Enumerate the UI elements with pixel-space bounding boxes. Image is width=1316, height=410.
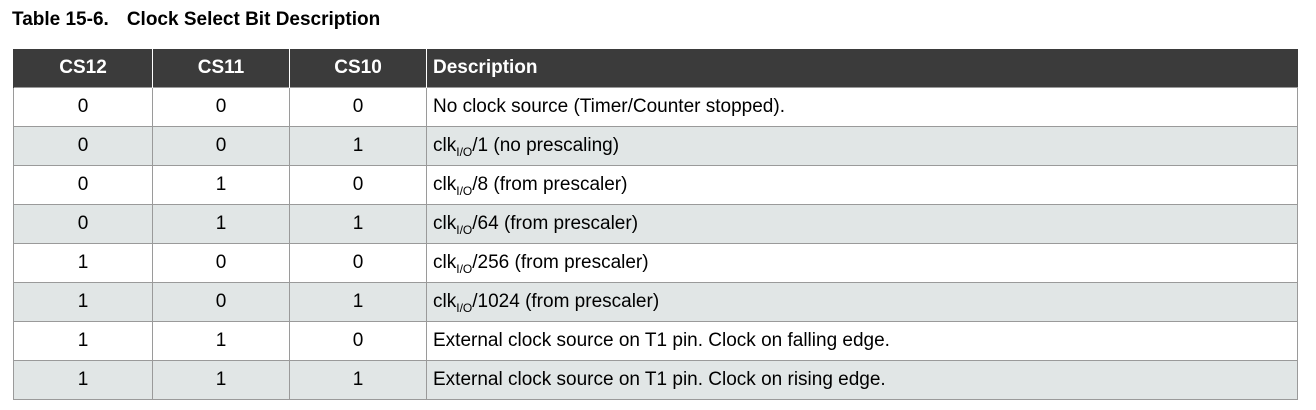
cell-cs12: 0 <box>13 204 153 244</box>
cell-cs11: 1 <box>152 360 290 400</box>
cell-cs11: 0 <box>152 87 290 127</box>
header-cs10: CS10 <box>289 49 427 88</box>
cell-cs12: 1 <box>13 321 153 361</box>
description-subscript: I/O <box>456 223 473 237</box>
description-text: No clock source (Timer/Counter stopped). <box>433 96 785 117</box>
cell-cs11: 0 <box>152 243 290 283</box>
description-clk: clk <box>433 174 457 195</box>
table-caption: Table 15-6. Clock Select Bit Description <box>12 8 380 32</box>
cell-description: External clock source on T1 pin. Clock o… <box>426 360 1298 400</box>
cell-cs10: 0 <box>289 87 427 127</box>
description-subscript: I/O <box>456 262 473 276</box>
cell-cs10: 1 <box>289 360 427 400</box>
table-title: Clock Select Bit Description <box>126 9 381 30</box>
cell-cs11: 0 <box>152 126 290 166</box>
cell-description: External clock source on T1 pin. Clock o… <box>426 321 1298 361</box>
table-row: 1 0 1 clkI/O/1024 (from prescaler) <box>13 282 1298 322</box>
description-subscript: I/O <box>456 301 473 315</box>
clock-select-table: CS12 CS11 CS10 Description 0 0 0 No cloc… <box>13 49 1298 400</box>
cell-cs12: 0 <box>13 165 153 205</box>
cell-cs12: 1 <box>13 282 153 322</box>
description-clk: clk <box>433 291 457 312</box>
cell-cs12: 1 <box>13 243 153 283</box>
cell-cs10: 0 <box>289 321 427 361</box>
description-subscript: I/O <box>456 145 473 159</box>
cell-cs10: 1 <box>289 282 427 322</box>
description-text: /64 (from prescaler) <box>472 213 639 234</box>
cell-cs11: 1 <box>152 321 290 361</box>
table-row: 0 0 0 No clock source (Timer/Counter sto… <box>13 87 1298 127</box>
table-row: 0 1 1 clkI/O/64 (from prescaler) <box>13 204 1298 244</box>
table-row: 0 0 1 clkI/O/1 (no prescaling) <box>13 126 1298 166</box>
cell-cs10: 1 <box>289 126 427 166</box>
table-number: Table 15-6. <box>12 9 109 30</box>
description-clk: clk <box>433 213 457 234</box>
cell-description: clkI/O/256 (from prescaler) <box>426 243 1298 283</box>
cell-description: No clock source (Timer/Counter stopped). <box>426 87 1298 127</box>
cell-cs12: 0 <box>13 126 153 166</box>
header-cs11: CS11 <box>152 49 290 88</box>
table-header-row: CS12 CS11 CS10 Description <box>13 49 1298 88</box>
description-text: /1024 (from prescaler) <box>472 291 660 312</box>
cell-cs10: 0 <box>289 243 427 283</box>
header-cs12: CS12 <box>13 49 153 88</box>
description-text: /256 (from prescaler) <box>472 252 649 273</box>
cell-cs10: 0 <box>289 165 427 205</box>
cell-cs12: 0 <box>13 87 153 127</box>
description-subscript: I/O <box>456 184 473 198</box>
description-text: External clock source on T1 pin. Clock o… <box>433 330 890 351</box>
cell-cs11: 1 <box>152 204 290 244</box>
description-text: /1 (no prescaling) <box>472 135 620 156</box>
cell-description: clkI/O/1024 (from prescaler) <box>426 282 1298 322</box>
header-description: Description <box>426 49 1298 88</box>
table-row: 1 1 0 External clock source on T1 pin. C… <box>13 321 1298 361</box>
description-text: /8 (from prescaler) <box>472 174 628 195</box>
cell-description: clkI/O/1 (no prescaling) <box>426 126 1298 166</box>
cell-cs12: 1 <box>13 360 153 400</box>
description-clk: clk <box>433 252 457 273</box>
table-row: 1 0 0 clkI/O/256 (from prescaler) <box>13 243 1298 283</box>
description-clk: clk <box>433 135 457 156</box>
table-row: 0 1 0 clkI/O/8 (from prescaler) <box>13 165 1298 205</box>
cell-cs11: 0 <box>152 282 290 322</box>
description-text: External clock source on T1 pin. Clock o… <box>433 369 886 390</box>
cell-cs11: 1 <box>152 165 290 205</box>
cell-description: clkI/O/64 (from prescaler) <box>426 204 1298 244</box>
cell-cs10: 1 <box>289 204 427 244</box>
cell-description: clkI/O/8 (from prescaler) <box>426 165 1298 205</box>
table-row: 1 1 1 External clock source on T1 pin. C… <box>13 360 1298 400</box>
